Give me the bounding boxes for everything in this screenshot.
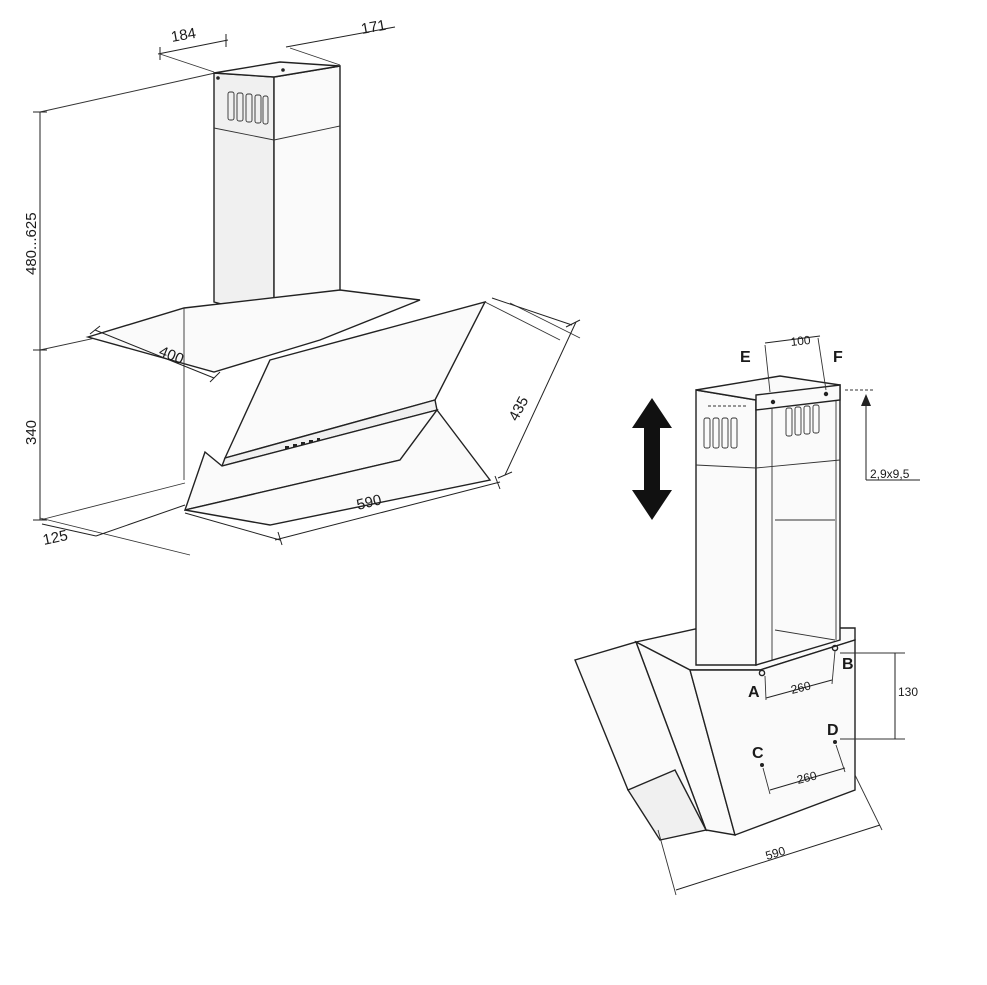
dim-chimney-width: 171 [360,17,388,38]
point-label-c: C [752,745,764,762]
installation-view: E F 100 2,9x9,5 A B C D 260 260 130 590 [574,333,920,896]
point-label-d: D [827,722,839,739]
chimney-vent-icon [703,404,820,449]
double-arrow-icon [632,398,672,520]
point-label-e: E [740,349,751,366]
dim-body-width: 590 [764,844,788,863]
dim-vertical-130: 130 [898,685,918,699]
dim-chimney-height: 480...625 [23,212,40,275]
dim-base-offset: 125 [41,527,69,549]
dim-panel-length: 435 [506,394,533,424]
dim-ef: 100 [790,333,812,349]
dim-chimney-depth: 184 [170,25,198,46]
screw-spec: 2,9x9,5 [870,467,910,481]
dim-hood-height: 340 [23,420,40,445]
dim-hood-width: 590 [355,491,383,514]
dim-cd: 260 [795,768,818,787]
hood-isometric-view: 184 171 480...625 400 340 435 590 125 [23,17,581,556]
chimney-vent-icon [227,91,269,125]
control-buttons-icon [285,438,320,449]
point-label-a: A [748,684,760,701]
point-label-b: B [842,656,854,673]
point-label-f: F [833,349,843,366]
dim-ab: 260 [789,678,812,697]
